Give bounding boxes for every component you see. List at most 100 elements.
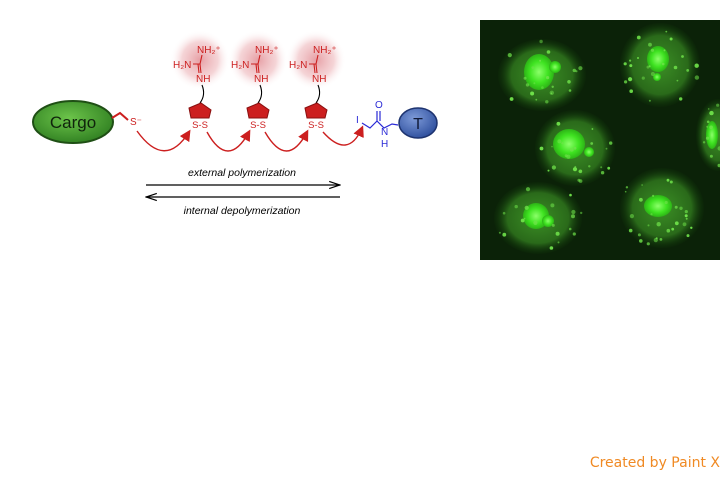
cell-6 bbox=[696, 99, 720, 171]
iodide-label: I bbox=[356, 115, 359, 126]
punctum bbox=[564, 154, 568, 158]
punctum bbox=[659, 238, 663, 241]
nucleolus bbox=[584, 147, 594, 157]
side-chain-linker bbox=[199, 84, 205, 104]
punctum bbox=[546, 76, 550, 80]
punctum bbox=[676, 79, 679, 82]
punctum bbox=[555, 231, 560, 236]
punctum bbox=[609, 141, 613, 145]
punctum bbox=[569, 193, 572, 197]
punctum bbox=[605, 147, 608, 150]
nucleolus bbox=[542, 215, 554, 227]
punctum bbox=[539, 146, 544, 151]
punctum bbox=[578, 179, 583, 183]
guanidinium-nh2-label: NH₂⁺ bbox=[197, 45, 221, 56]
punctum bbox=[629, 89, 633, 93]
punctum bbox=[575, 70, 578, 73]
punctum bbox=[628, 77, 633, 82]
punctum bbox=[639, 239, 643, 243]
dithiolane-ring bbox=[304, 102, 328, 119]
guanidinium-halo bbox=[170, 30, 230, 90]
punctum bbox=[590, 142, 594, 145]
punctum bbox=[637, 57, 639, 59]
fluorescence-micrograph bbox=[480, 20, 720, 260]
punctum bbox=[572, 68, 576, 73]
punctum bbox=[648, 65, 651, 68]
amide-h-label: H bbox=[381, 139, 388, 150]
carbonyl-o-label: O bbox=[375, 100, 383, 111]
punctum bbox=[607, 166, 611, 170]
punctum bbox=[646, 242, 650, 246]
forward-arrow-label: external polymerization bbox=[188, 167, 296, 179]
punctum bbox=[684, 214, 688, 218]
punctum bbox=[629, 214, 634, 219]
punctum bbox=[530, 91, 535, 96]
punctum bbox=[572, 232, 576, 236]
punctum bbox=[525, 83, 530, 87]
punctum bbox=[661, 62, 665, 66]
punctum bbox=[679, 97, 683, 101]
punctum bbox=[629, 59, 632, 62]
punctum bbox=[550, 203, 555, 208]
punctum bbox=[674, 205, 678, 209]
punctum bbox=[650, 213, 653, 216]
punctum bbox=[686, 69, 690, 72]
punctum bbox=[694, 63, 699, 68]
nucleolus bbox=[653, 73, 661, 81]
guanidinium-halo bbox=[286, 30, 346, 90]
dithiolane-ring bbox=[246, 102, 270, 119]
punctum bbox=[549, 246, 554, 250]
punctum bbox=[702, 141, 706, 144]
punctum bbox=[509, 97, 514, 101]
punctum bbox=[520, 218, 525, 223]
guanidinium-nh-label: NH bbox=[312, 74, 326, 85]
transfer-arrow-2 bbox=[206, 129, 251, 152]
punctum bbox=[569, 147, 574, 152]
punctum bbox=[557, 241, 560, 244]
punctum bbox=[578, 170, 580, 173]
punctum bbox=[549, 90, 554, 96]
punctum bbox=[709, 154, 713, 158]
punctum bbox=[623, 62, 627, 66]
punctum bbox=[571, 214, 575, 219]
punctum bbox=[546, 50, 551, 54]
cell-1 bbox=[498, 39, 586, 111]
punctum bbox=[551, 165, 556, 170]
punctum bbox=[648, 99, 651, 102]
guanidinium-nh2-label: NH₂⁺ bbox=[255, 45, 279, 56]
punctum bbox=[706, 125, 709, 128]
nucleolus bbox=[549, 61, 561, 73]
side-chain-linker bbox=[257, 84, 263, 104]
punctum bbox=[656, 222, 661, 227]
punctum bbox=[578, 66, 583, 71]
punctum bbox=[539, 39, 543, 44]
punctum bbox=[535, 98, 538, 101]
guanidinium-nh2-label: NH₂⁺ bbox=[313, 45, 337, 56]
punctum bbox=[600, 171, 605, 175]
punctum bbox=[665, 30, 668, 33]
thiolate-label: S⁻ bbox=[130, 117, 142, 128]
punctum bbox=[539, 59, 542, 62]
punctum bbox=[673, 65, 678, 70]
punctum bbox=[664, 200, 668, 205]
punctum bbox=[578, 169, 583, 174]
cell-4 bbox=[494, 182, 582, 254]
punctum bbox=[571, 209, 576, 215]
punctum bbox=[498, 231, 501, 234]
punctum bbox=[551, 223, 555, 227]
terminator-group: I O N H T bbox=[356, 100, 438, 150]
punctum bbox=[686, 234, 690, 238]
punctum bbox=[666, 178, 670, 182]
punctum bbox=[545, 100, 549, 104]
iodoacetamide-bonds bbox=[361, 111, 399, 129]
punctum bbox=[523, 217, 526, 220]
nucleolus bbox=[524, 54, 554, 90]
punctum bbox=[568, 227, 572, 231]
transfer-arrow-1 bbox=[136, 129, 191, 152]
punctum bbox=[707, 108, 710, 110]
punctum bbox=[551, 85, 554, 89]
dithiolane-ring bbox=[188, 102, 212, 119]
side-chain-linker bbox=[315, 84, 321, 104]
